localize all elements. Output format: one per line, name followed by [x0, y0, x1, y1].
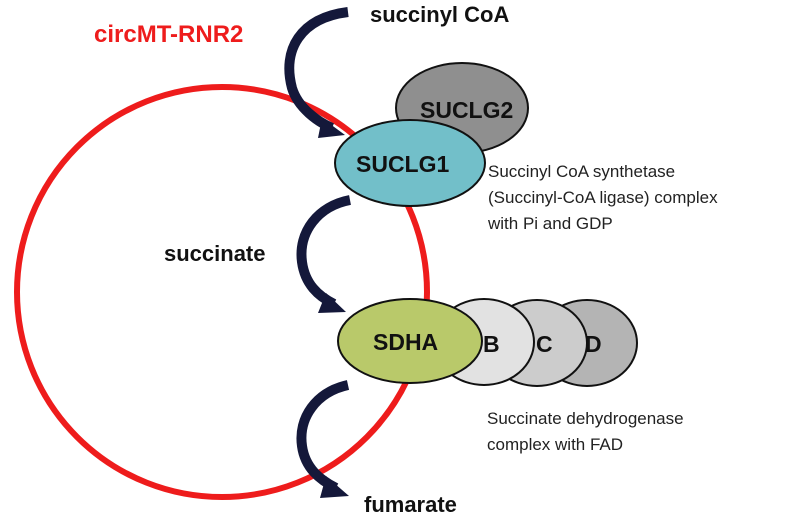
enzyme-sdhd-label: D	[585, 331, 602, 357]
circmt-rnr2-circle	[14, 84, 430, 500]
metabolite-succinyl-coa: succinyl CoA	[370, 2, 509, 27]
description-succinyl-coa-synthetase-line2: (Succinyl-CoA ligase) complex	[488, 188, 718, 207]
enzyme-suclg2-label: SUCLG2	[420, 97, 513, 123]
enzyme-sdha	[337, 298, 483, 384]
enzyme-sdhb-label: B	[483, 331, 500, 357]
enzyme-suclg1-label: SUCLG1	[356, 151, 450, 177]
enzyme-suclg1	[334, 119, 486, 207]
description-succinate-dehydrogenase-line1: Succinate dehydrogenase	[487, 409, 684, 428]
circmt-rnr2-label: circMT-RNR2	[94, 21, 243, 48]
arrow-succinate-icon	[296, 195, 352, 313]
metabolite-fumarate: fumarate	[364, 492, 457, 517]
enzyme-sdha-label: SDHA	[373, 329, 438, 355]
description-succinate-dehydrogenase-line2: complex with FAD	[487, 435, 623, 454]
arrow-succinyl-coa-icon	[284, 7, 349, 138]
description-succinyl-coa-synthetase-line1: Succinyl CoA synthetase	[488, 162, 675, 181]
metabolite-succinate: succinate	[164, 241, 266, 266]
enzyme-sdhc-label: C	[536, 331, 553, 357]
description-succinyl-coa-synthetase-line3: with Pi and GDP	[487, 214, 613, 233]
arrow-fumarate-icon	[296, 380, 350, 498]
